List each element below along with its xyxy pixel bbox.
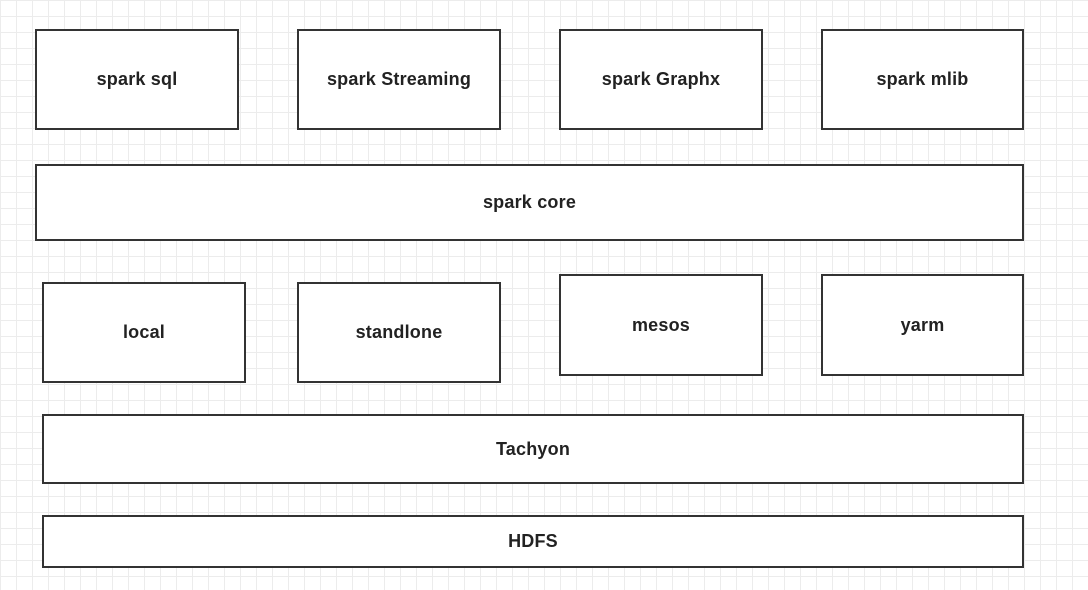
local-label: local bbox=[122, 322, 166, 342]
yarm-label: yarm bbox=[900, 314, 945, 335]
tachyon-box: Tachyon bbox=[42, 414, 1024, 484]
spark-sql-label: spark sql bbox=[96, 69, 178, 89]
spark-core-box: spark core bbox=[35, 164, 1024, 241]
spark-streaming-label: spark Streaming bbox=[326, 69, 472, 89]
spark-core-label: spark core bbox=[482, 192, 577, 212]
tachyon-label: Tachyon bbox=[495, 438, 571, 459]
spark-mlib-box: spark mlib bbox=[821, 29, 1024, 130]
spark-streaming-box: spark Streaming bbox=[297, 29, 501, 130]
hdfs-box: HDFS bbox=[42, 515, 1024, 568]
local-box: local bbox=[42, 282, 246, 383]
standlone-label: standlone bbox=[355, 322, 443, 342]
spark-mlib-label: spark mlib bbox=[876, 69, 969, 89]
spark-sql-box: spark sql bbox=[35, 29, 239, 130]
mesos-label: mesos bbox=[631, 314, 691, 335]
yarm-box: yarm bbox=[821, 274, 1024, 376]
hdfs-label: HDFS bbox=[508, 531, 558, 551]
mesos-box: mesos bbox=[559, 274, 763, 376]
spark-graphx-label: spark Graphx bbox=[601, 69, 721, 89]
spark-graphx-box: spark Graphx bbox=[559, 29, 763, 130]
standlone-box: standlone bbox=[297, 282, 501, 383]
